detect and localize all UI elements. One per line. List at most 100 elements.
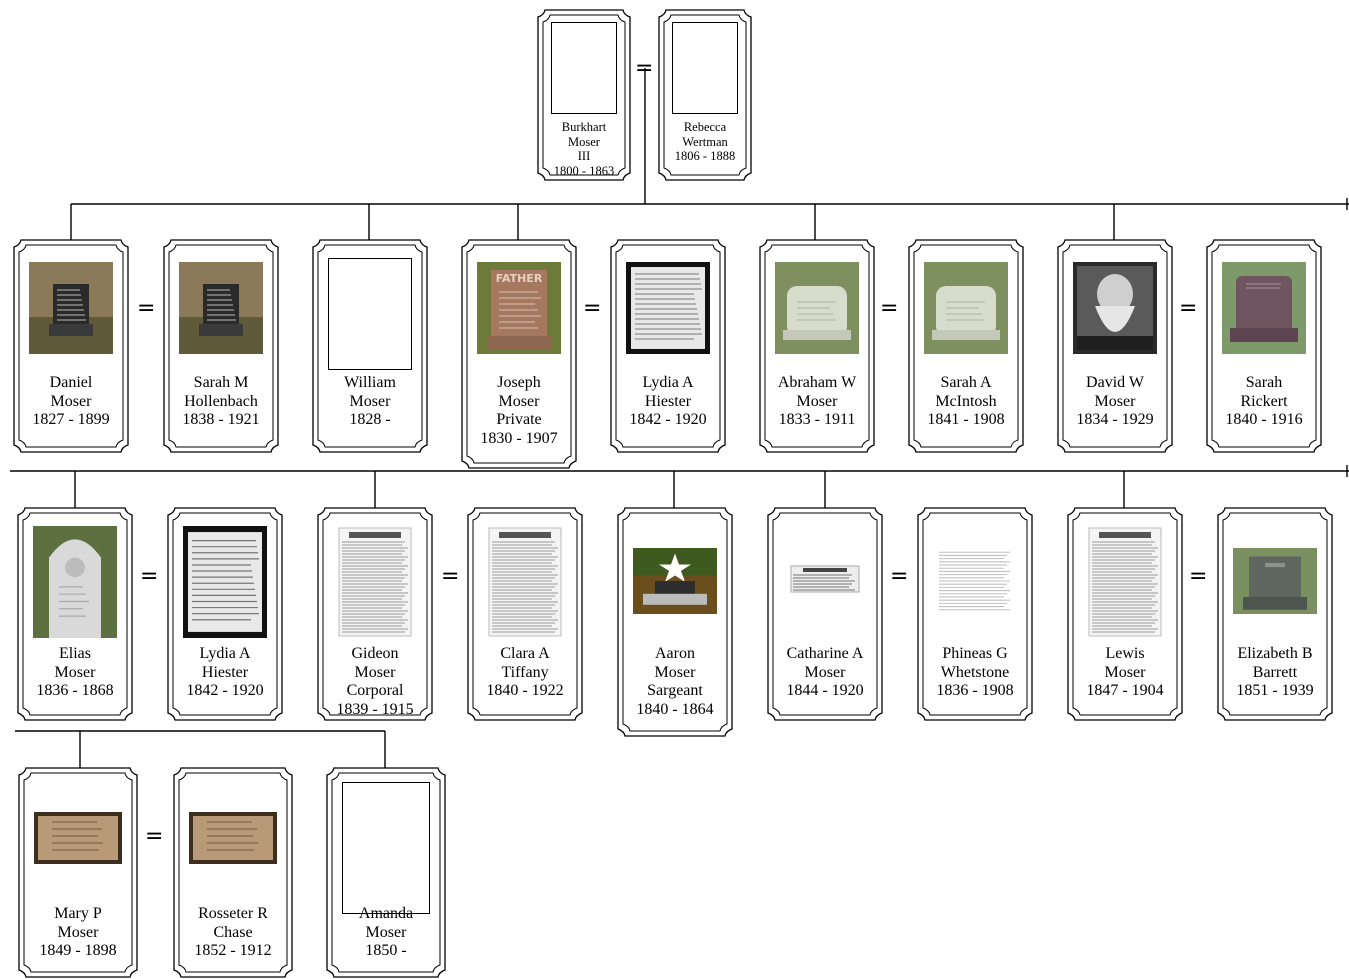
person-name-line: Daniel (49, 374, 93, 391)
person-photo (1083, 526, 1167, 638)
marriage-symbol: = (441, 564, 460, 589)
person-name-line: Moser (1104, 663, 1146, 681)
person-dates: 1836 - 1908 (936, 682, 1014, 699)
marriage-symbol: = (137, 296, 156, 321)
person-name-line: Rickert (1240, 392, 1288, 410)
person-name-line: Sarah A (940, 374, 992, 391)
person-dates: 1833 - 1911 (778, 411, 856, 428)
person-photo (924, 262, 1008, 354)
svg-text:FATHER: FATHER (496, 272, 543, 285)
person-name-line: Aaron (655, 645, 695, 662)
marriage-symbol: = (145, 824, 164, 849)
photo-placeholder (328, 258, 412, 370)
person-dates: 1834 - 1929 (1076, 411, 1154, 428)
person-photo (34, 812, 122, 864)
person-name-line: Hiester (201, 663, 249, 681)
person-dates: 1849 - 1898 (39, 942, 117, 959)
person-name-line: Wertman (682, 134, 728, 149)
person-dates: 1850 - (365, 942, 407, 959)
person-dates: 1841 - 1908 (927, 411, 1005, 428)
person-name-line: Barrett (1252, 663, 1298, 681)
person-photo (179, 262, 263, 354)
marriage-symbol: = (583, 296, 602, 321)
person-name-line: Moser (50, 392, 92, 410)
person-name-line: Moser (804, 663, 846, 681)
person-dates: 1836 - 1868 (36, 682, 114, 699)
person-name-line: Hollenbach (184, 392, 258, 410)
person-name-line: Moser (349, 392, 391, 410)
person-dates: 1840 - 1916 (1225, 411, 1303, 428)
marriage-symbol: = (890, 564, 909, 589)
person-dates: 1847 - 1904 (1086, 682, 1164, 699)
marriage-symbol: = (1189, 564, 1208, 589)
person-name-line: Amanda (358, 905, 414, 922)
person-name-line: Chase (213, 923, 253, 941)
card-frame (767, 507, 883, 721)
person-name-line: Moser (365, 923, 407, 941)
person-name-line: Sarah (1245, 374, 1283, 391)
person-name-line: Elias (59, 645, 91, 662)
person-dates: 1842 - 1920 (186, 682, 264, 699)
marriage-symbol: = (880, 296, 899, 321)
person-photo (633, 548, 717, 614)
person-name-line: Joseph (497, 374, 541, 391)
person-photo (933, 548, 1017, 614)
person-name-line: William (344, 374, 396, 391)
person-name-line: McIntosh (935, 392, 997, 410)
person-photo (189, 812, 277, 864)
person-name-line: Private (496, 411, 542, 428)
person-photo (1222, 262, 1306, 354)
person-dates: 1844 - 1920 (786, 682, 864, 699)
person-dates: 1827 - 1899 (32, 411, 110, 428)
person-name-line: Gideon (351, 645, 399, 662)
person-name-line: Sargeant (647, 682, 703, 699)
person-name-line: Corporal (346, 682, 404, 699)
person-name-line: Hiester (644, 392, 692, 410)
person-dates: 1840 - 1922 (486, 682, 564, 699)
person-name-line: Phineas G (942, 645, 1008, 662)
person-dates: 1828 - (349, 411, 391, 428)
photo-placeholder (551, 22, 617, 114)
person-photo (1233, 548, 1317, 614)
person-name-line: III (577, 149, 591, 163)
person-photo (483, 526, 567, 638)
marriage-symbol: = (1179, 296, 1198, 321)
